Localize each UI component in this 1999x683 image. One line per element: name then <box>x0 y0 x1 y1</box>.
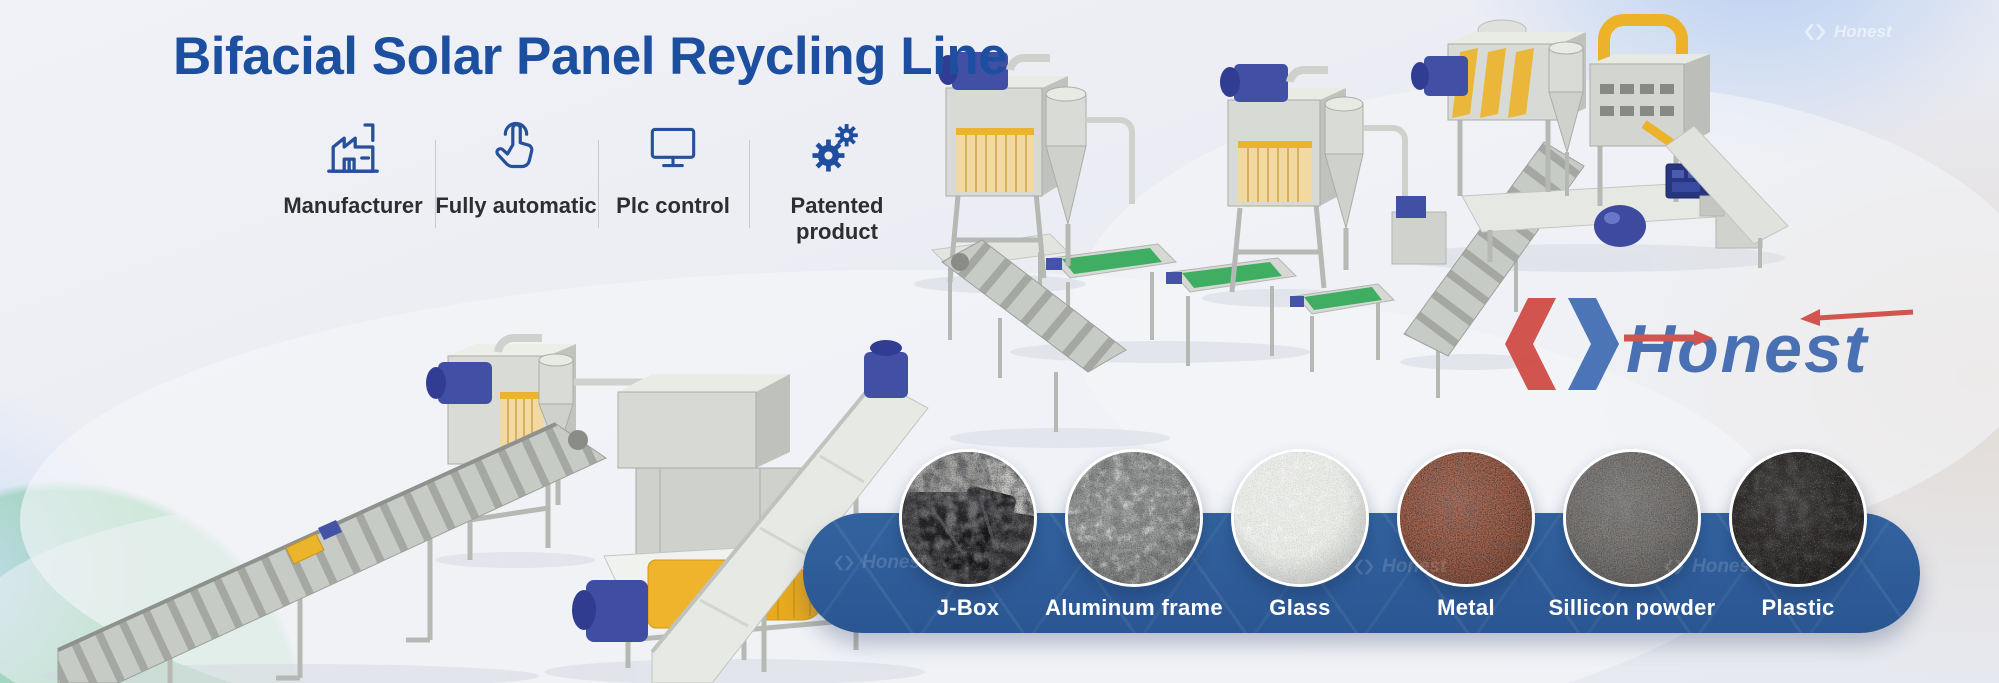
product-label: Metal <box>1437 595 1495 620</box>
product-photo <box>1397 449 1535 587</box>
brand-mark-icon <box>1505 298 1619 390</box>
product-item-sillicon-powder: Sillicon powder <box>1548 449 1715 620</box>
final-separator-assembly <box>1411 14 1789 268</box>
product-label: J-Box <box>936 595 1000 620</box>
feature-patented-product: Patented product <box>747 112 927 244</box>
page-title: Bifacial Solar Panel Reycling Line <box>173 27 1008 86</box>
product-label: Sillicon powder <box>1548 595 1716 620</box>
dust-collector-tower-2 <box>1220 64 1408 293</box>
product-label: Plastic <box>1761 595 1835 620</box>
product-photo <box>1563 449 1701 587</box>
product-label: Glass <box>1269 595 1331 620</box>
product-photo <box>1231 449 1369 587</box>
watermark: Honest <box>1662 556 1756 578</box>
feature-fully-automatic: Fully automatic <box>426 112 606 234</box>
brand-logo: Honest <box>1498 292 1930 398</box>
watermark: Honest <box>1352 556 1446 578</box>
feature-label: Fully automatic <box>435 193 597 218</box>
sorting-belts <box>930 233 1396 372</box>
product-photo <box>899 449 1037 587</box>
feature-plc-control: Plc control <box>583 112 763 234</box>
product-item-metal: Metal <box>1397 449 1535 620</box>
feature-label: Patented product <box>790 193 884 244</box>
monitor-icon <box>642 112 704 186</box>
brand-name: Honest <box>1626 311 1869 387</box>
feature-divider <box>749 140 750 228</box>
factory-icon <box>320 112 386 186</box>
product-photo <box>1065 449 1203 587</box>
feature-divider <box>598 140 599 228</box>
product-item-jbox: J-Box <box>899 449 1037 620</box>
watermark-text: Honest <box>1834 22 1892 41</box>
tap-icon <box>484 112 548 186</box>
feature-manufacturer: Manufacturer <box>263 112 443 234</box>
feature-label: Plc control <box>616 193 730 218</box>
watermark-logo-icon <box>1804 24 1826 40</box>
gears-icon <box>805 112 869 186</box>
brand-arrow-icons <box>1624 309 1914 346</box>
watermark: Honest <box>1802 22 1892 42</box>
product-item-glass: Glass <box>1231 449 1369 620</box>
feature-label: Manufacturer <box>283 193 423 218</box>
watermark-text: Honest <box>1692 556 1757 577</box>
feature-divider <box>435 140 436 228</box>
product-item-plastic: Plastic <box>1729 449 1867 620</box>
dust-collector-left <box>426 333 659 560</box>
mid-conveyor <box>941 239 1127 432</box>
infeed-conveyor <box>57 422 608 683</box>
product-photo <box>1729 449 1867 587</box>
watermark: Honest <box>832 552 926 574</box>
product-item-aluminum-frame: Aluminum frame <box>1045 449 1223 620</box>
product-label: Aluminum frame <box>1045 595 1223 620</box>
watermark-text: Honest <box>862 552 927 573</box>
watermark-text: Honest <box>1382 556 1447 577</box>
